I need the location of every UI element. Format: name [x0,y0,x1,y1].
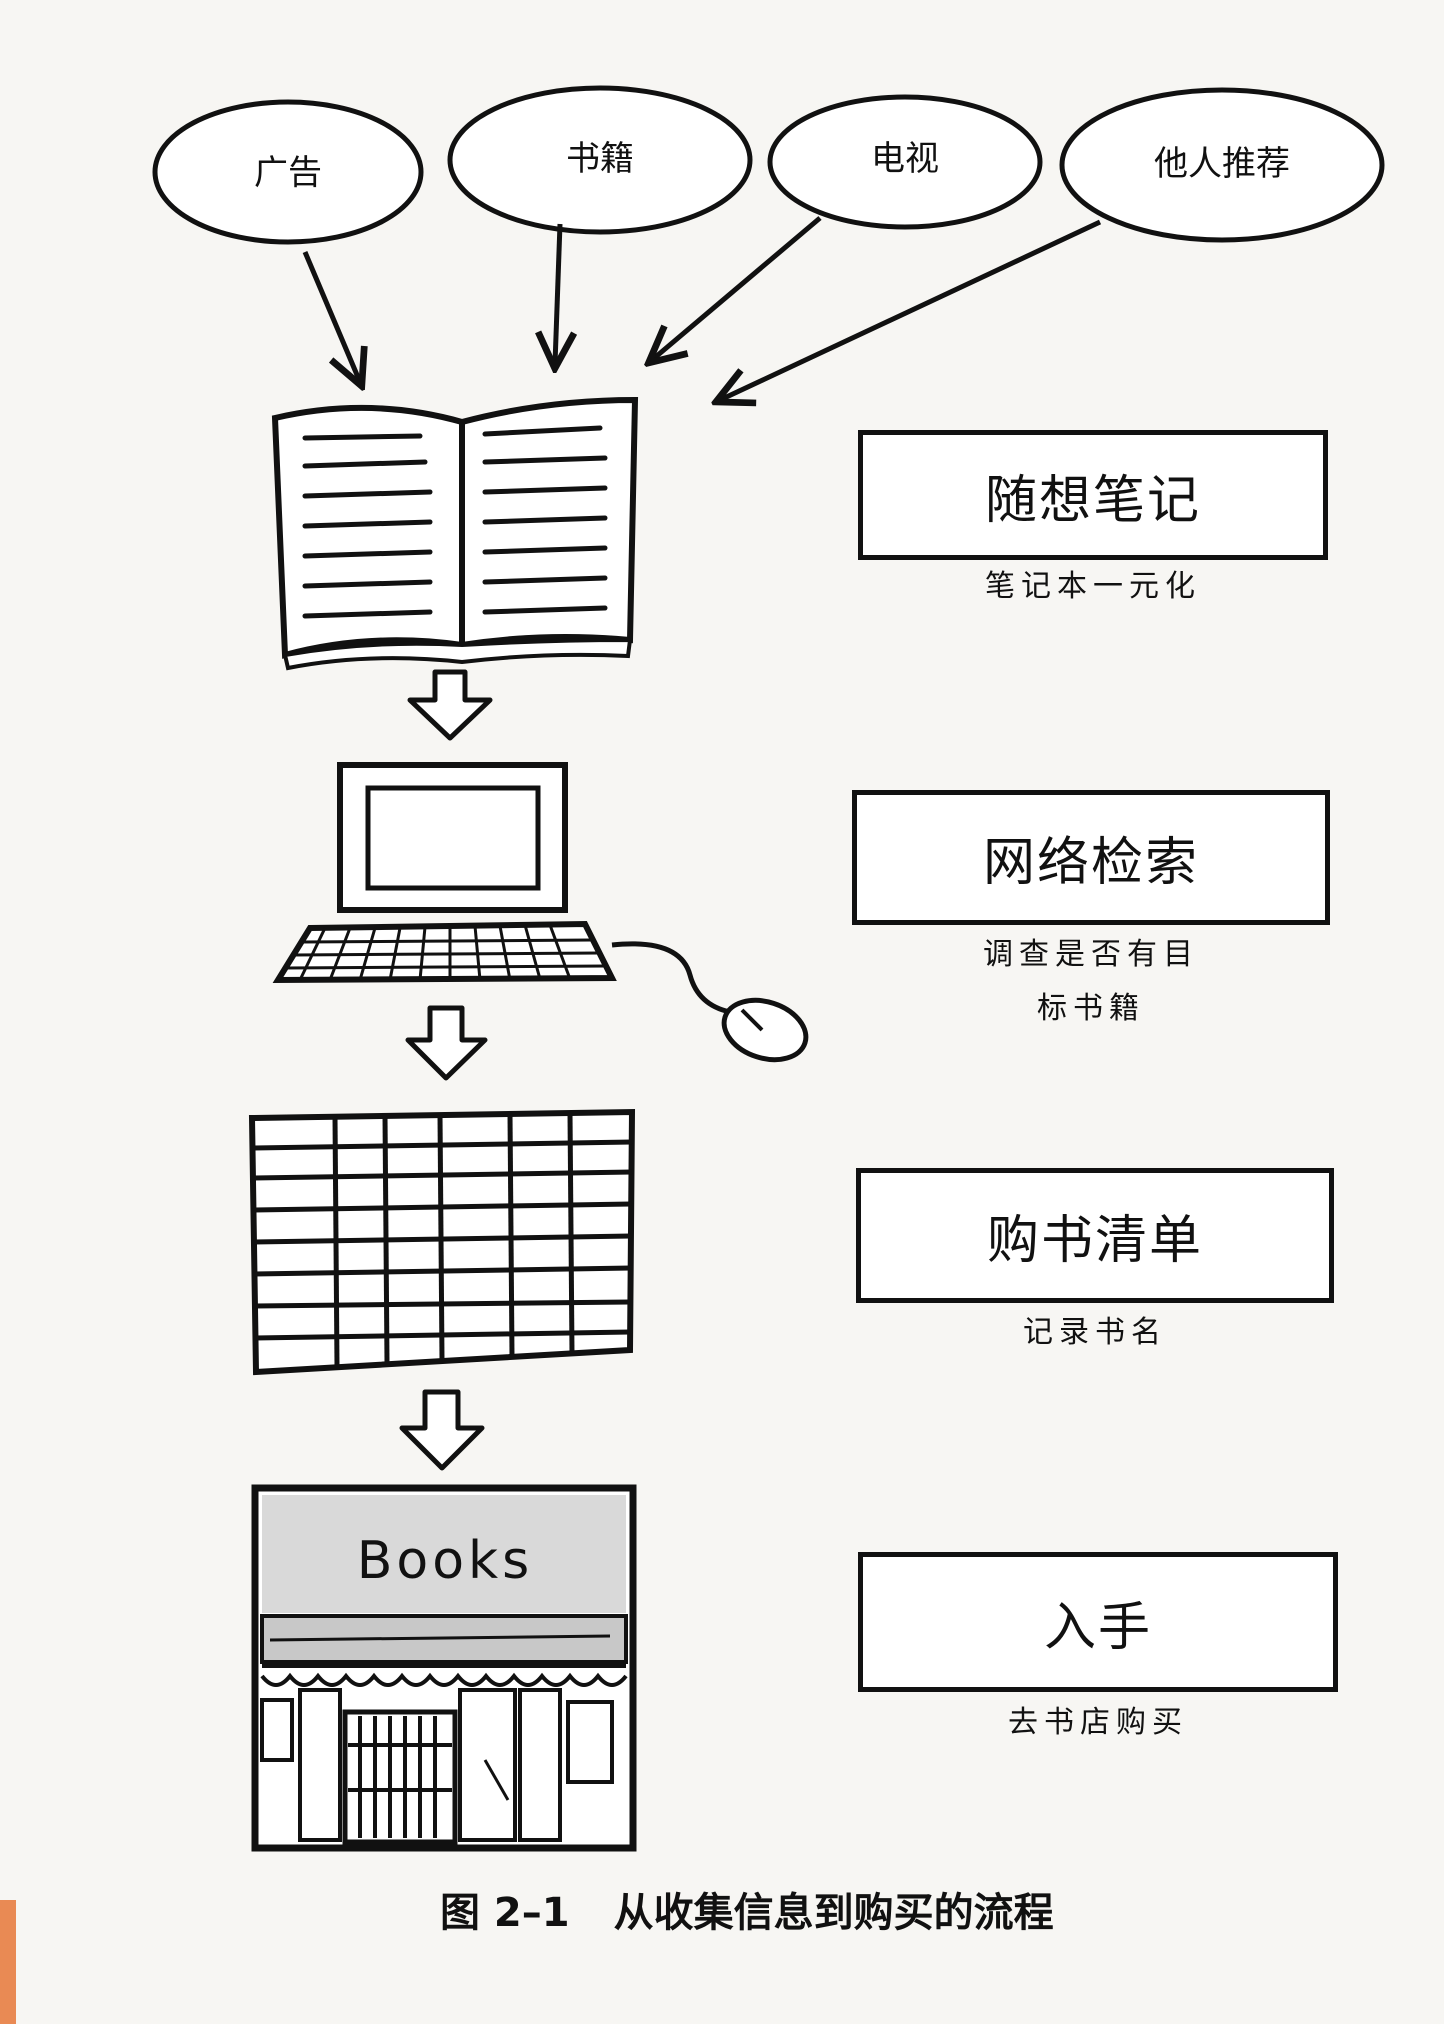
figure-number: 图 2–1 [440,1890,570,1936]
arrow-recommend [720,219,1102,400]
step-box-search: 网络检索 [852,790,1330,925]
arrow-advert [302,251,360,382]
step-subtitle-line: 调查是否有目 [983,937,1199,972]
page-edge-mark [0,1900,16,2024]
step-box-notes: 随想笔记 [858,430,1328,560]
step-box-acquire: 入手 [858,1552,1338,1692]
step-subtitle: 去书店购买 [858,1696,1338,1750]
arrow-tv [652,216,822,360]
source-label: 电视 [871,139,939,179]
step-subtitle-line: 记录书名 [1023,1315,1167,1350]
grid-list-icon [248,1108,636,1376]
computer-icon [272,762,809,1063]
bookstore-icon: Books [251,1484,637,1852]
step-subtitle: 笔记本一元化 [858,560,1328,614]
source-label: 他人推荐 [1154,144,1290,184]
step-subtitle-line: 笔记本一元化 [985,569,1201,604]
source-tv: 电视 [767,94,1043,230]
source-label: 广告 [254,153,322,193]
source-recommend: 他人推荐 [1059,87,1385,243]
step-subtitle-line: 去书店购买 [1008,1705,1188,1740]
source-books: 书籍 [447,85,753,235]
notebook-icon [271,396,639,671]
step-title: 购书清单 [986,1211,1203,1271]
figure-caption: 图 2–1 从收集信息到购买的流程 [440,1880,1054,1938]
store-sign-text: Books [357,1531,534,1591]
figure-title: 从收集信息到购买的流程 [613,1890,1054,1936]
arrow-books [555,223,560,364]
step-title: 随想笔记 [984,470,1201,531]
step-subtitle: 记录书名 [856,1306,1334,1360]
step-subtitle-line: 标书籍 [1037,991,1145,1026]
down-arrow-3 [399,1389,485,1471]
step-subtitle: 调查是否有目 标书籍 [852,928,1330,1036]
step-title: 入手 [1043,1597,1152,1658]
down-arrow-1 [407,669,493,741]
down-arrow-2 [405,1005,488,1081]
source-label: 书籍 [566,139,634,179]
source-advert: 广告 [152,99,424,245]
step-title: 网络检索 [982,833,1199,893]
step-box-list: 购书清单 [856,1168,1334,1303]
